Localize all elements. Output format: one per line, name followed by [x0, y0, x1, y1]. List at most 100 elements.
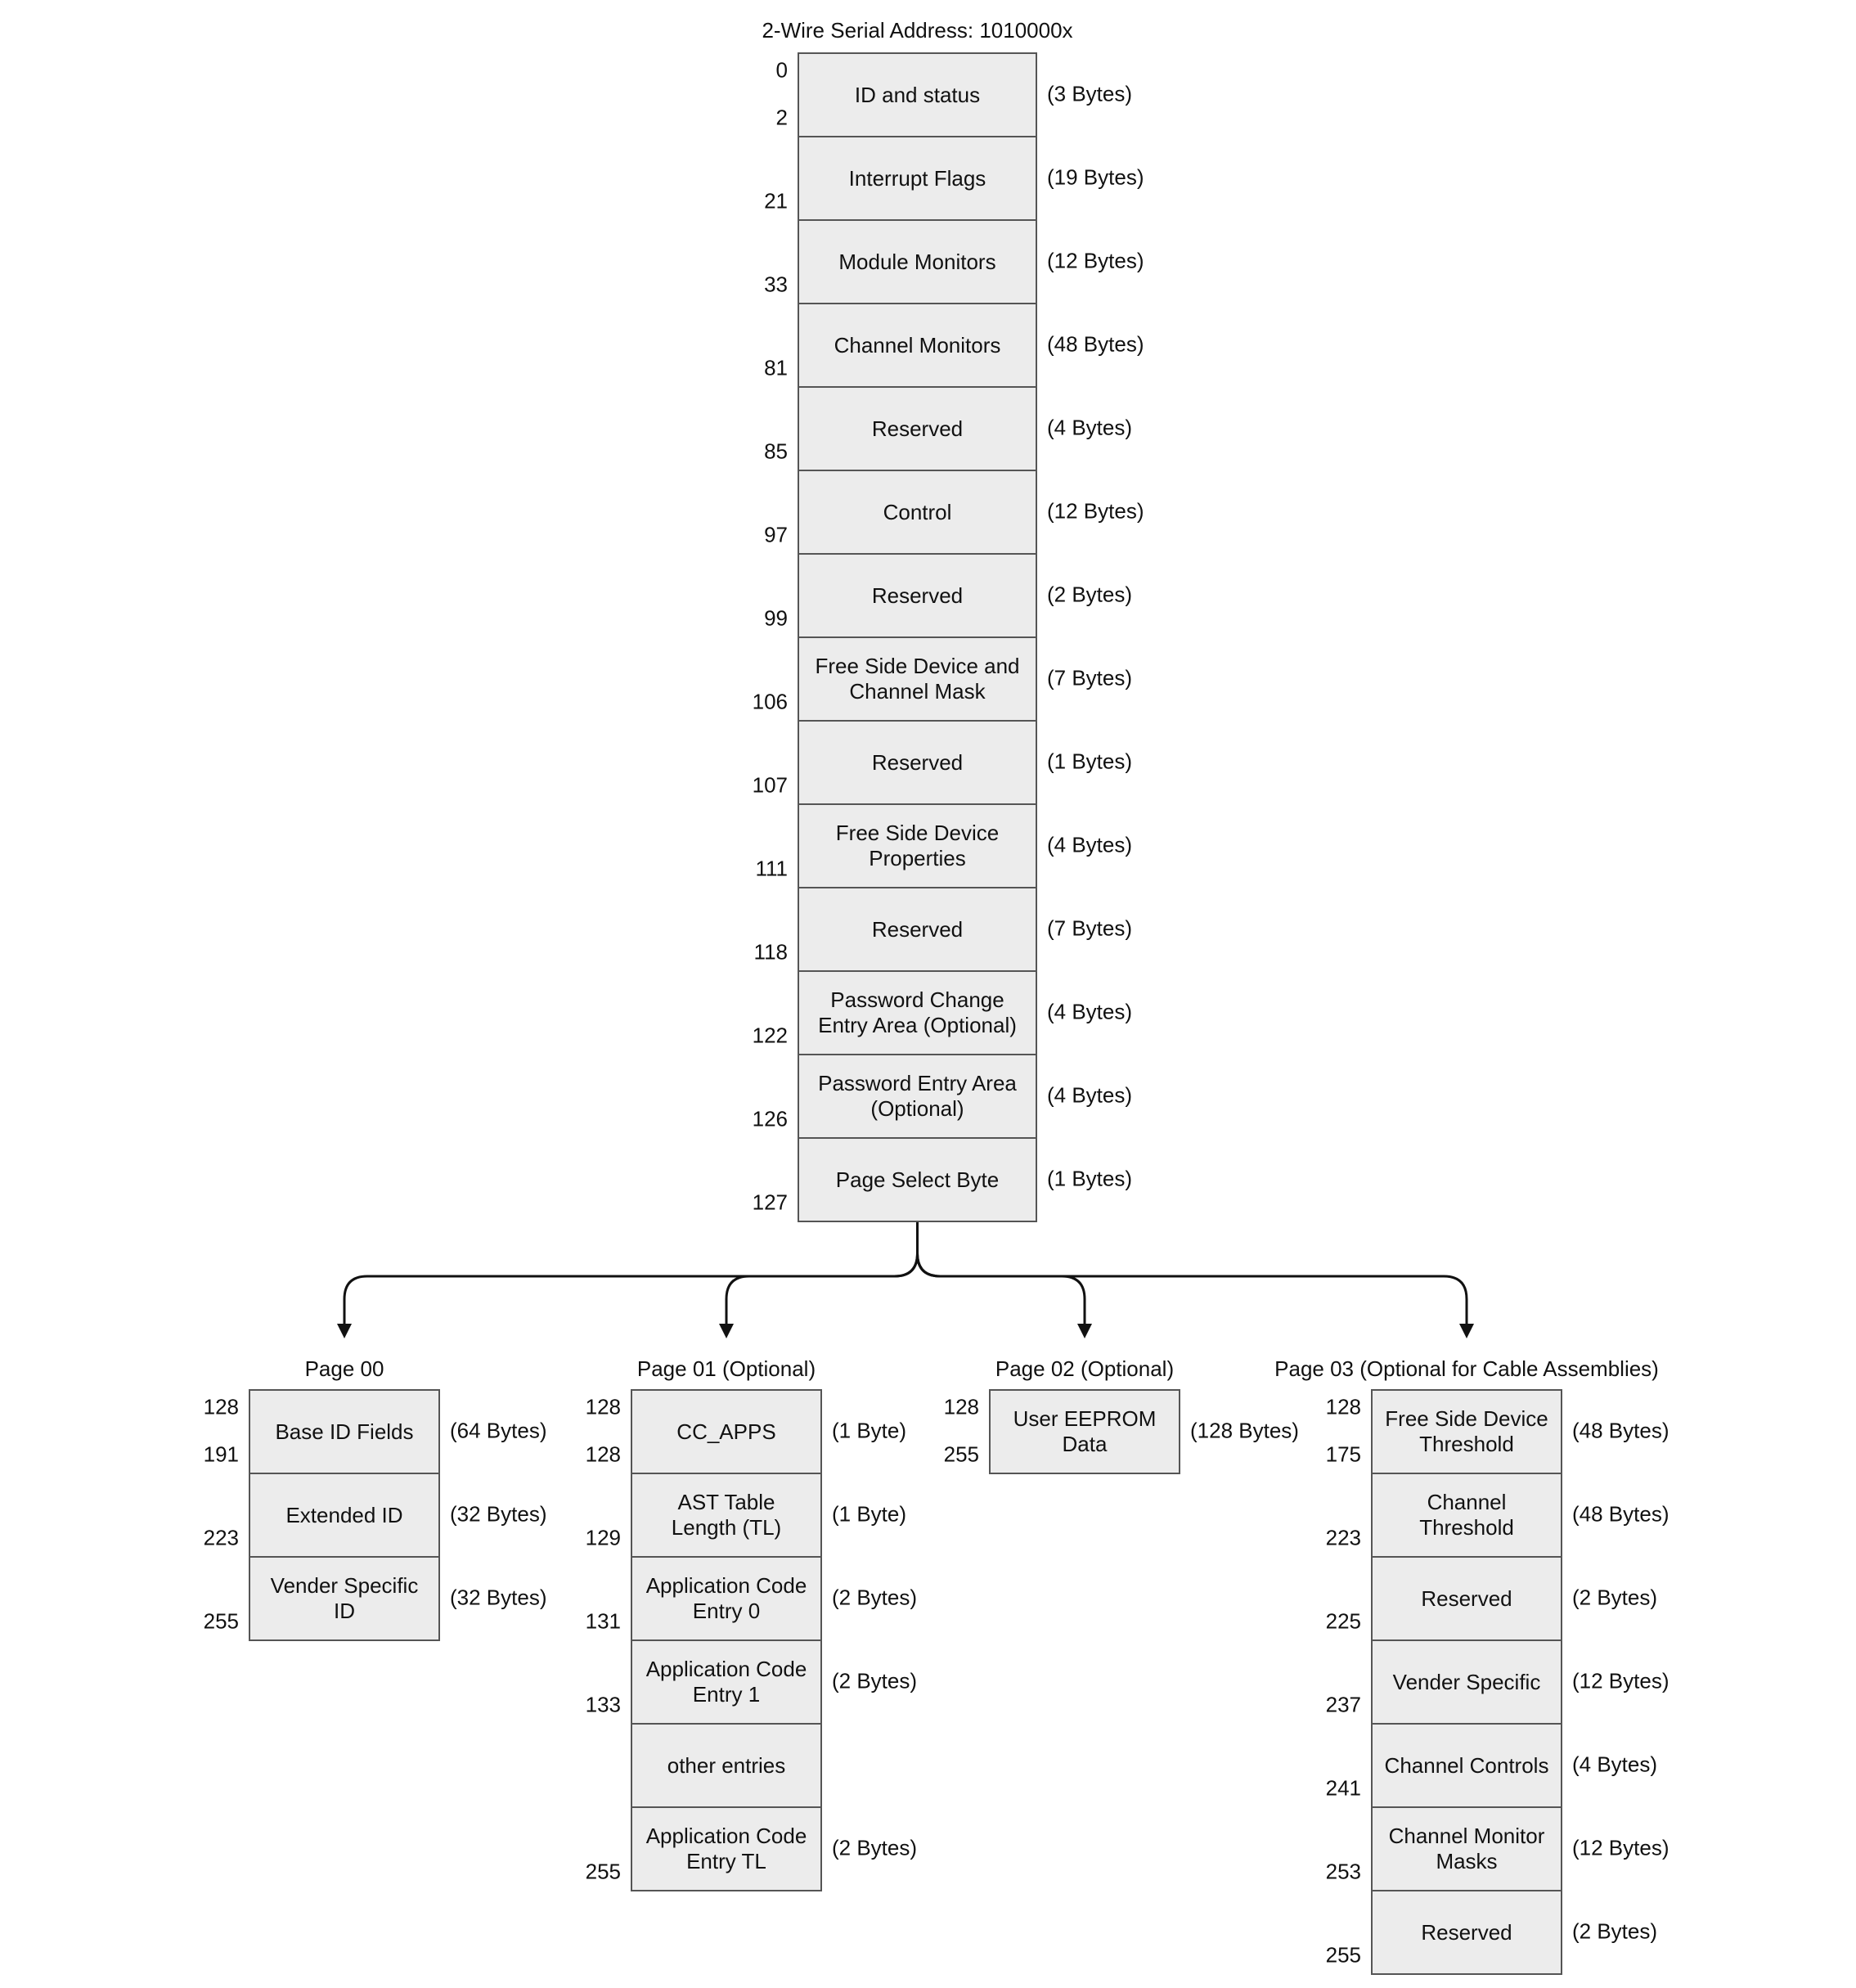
page-3-end-addr: 255 [1325, 1942, 1361, 1968]
page-2-end-addr: 255 [943, 1442, 979, 1467]
lower-memory-cell-label: Reserved [871, 916, 964, 942]
page-3-cell-label: Channel Threshold [1419, 1490, 1514, 1540]
page-1-end-addr: 129 [585, 1525, 621, 1550]
lower-memory-title: 2-Wire Serial Address: 1010000x [762, 18, 1073, 43]
page-1-start-addr: 128 [585, 1394, 621, 1419]
lower-memory-end-addr: 85 [764, 439, 788, 464]
lower-memory-end-addr: 2 [775, 105, 788, 130]
page-3-title: Page 03 (Optional for Cable Assemblies) [1274, 1356, 1659, 1381]
lower-memory-end-addr: 107 [752, 772, 788, 798]
lower-memory-size: (48 Bytes) [1047, 331, 1144, 357]
page-1-cell: Application Code Entry 1 [631, 1639, 822, 1725]
page-3-size: (12 Bytes) [1572, 1835, 1670, 1860]
arrowhead-page-0 [337, 1324, 352, 1338]
page-0-end-addr: 191 [203, 1442, 239, 1467]
page-3-end-addr: 253 [1325, 1859, 1361, 1884]
page-3-start-addr: 128 [1325, 1394, 1361, 1419]
lower-memory-cell: Reserved [798, 720, 1037, 805]
lower-memory-end-addr: 21 [764, 188, 788, 214]
lower-memory-cell: Interrupt Flags [798, 136, 1037, 221]
page-3-size: (12 Bytes) [1572, 1668, 1670, 1693]
page-3-cell: Channel Threshold [1371, 1473, 1562, 1558]
page-0-cell: Base ID Fields [249, 1389, 440, 1474]
page-1-cell-label: other entries [667, 1752, 786, 1778]
page-2-start-addr: 128 [943, 1394, 979, 1419]
page-0-start-addr: 128 [203, 1394, 239, 1419]
page-3-end-addr: 241 [1325, 1775, 1361, 1801]
connector-branch-page-0 [343, 1253, 919, 1330]
page-1-size: (1 Byte) [832, 1418, 907, 1443]
connector-branch-page-3 [916, 1253, 1468, 1330]
page-3-cell-label: Reserved [1421, 1919, 1512, 1945]
connector-branch-page-1 [725, 1253, 919, 1330]
lower-memory-cell: Password Entry Area (Optional) [798, 1054, 1037, 1139]
page-0-title: Page 00 [304, 1356, 384, 1381]
page-1-cell-label: Application Code Entry 1 [645, 1657, 807, 1707]
page-2-cell: User EEPROM Data [989, 1389, 1180, 1474]
lower-memory-end-addr: 127 [752, 1190, 788, 1215]
page-3-cell: Vender Specific [1371, 1639, 1562, 1725]
page-1-size: (2 Bytes) [832, 1668, 918, 1693]
lower-memory-start-addr: 0 [775, 57, 788, 83]
lower-memory-end-addr: 106 [752, 689, 788, 714]
page-0-cell-label: Extended ID [285, 1502, 403, 1527]
lower-memory-cell: Reserved [798, 887, 1037, 972]
page-3-cell-label: Channel Monitor Masks [1388, 1824, 1545, 1873]
lower-memory-size: (2 Bytes) [1047, 582, 1133, 607]
page-3-size: (48 Bytes) [1572, 1418, 1670, 1443]
lower-memory-size: (7 Bytes) [1047, 915, 1133, 941]
page-1-size: (1 Byte) [832, 1501, 907, 1527]
lower-memory-end-addr: 111 [755, 856, 788, 881]
page-1-end-addr: 131 [585, 1608, 621, 1634]
page-3-cell-label: Channel Controls [1384, 1752, 1549, 1778]
page-2-title: Page 02 (Optional) [995, 1356, 1175, 1381]
arrowhead-page-2 [1077, 1324, 1092, 1338]
page-3-size: (2 Bytes) [1572, 1918, 1658, 1944]
page-1-end-addr: 255 [585, 1859, 621, 1884]
lower-memory-cell-label: Free Side Device and Channel Mask [815, 654, 1020, 704]
page-2-size: (128 Bytes) [1190, 1418, 1299, 1443]
lower-memory-size: (12 Bytes) [1047, 248, 1144, 273]
page-0-size: (32 Bytes) [450, 1501, 547, 1527]
page-1-cell: Application Code Entry TL [631, 1806, 822, 1891]
lower-memory-cell-label: Page Select Byte [835, 1167, 1000, 1192]
page-0-size: (32 Bytes) [450, 1585, 547, 1610]
lower-memory-cell-label: Password Change Entry Area (Optional) [818, 987, 1017, 1037]
lower-memory-end-addr: 33 [764, 272, 788, 297]
page-1-size: (2 Bytes) [832, 1585, 918, 1610]
arrowhead-page-1 [719, 1324, 734, 1338]
page-1-cell: CC_APPS [631, 1389, 822, 1474]
page-3-cell: Channel Controls [1371, 1723, 1562, 1808]
lower-memory-cell: Channel Monitors [798, 303, 1037, 388]
page-0-end-addr: 223 [203, 1525, 239, 1550]
page-3-end-addr: 175 [1325, 1442, 1361, 1467]
lower-memory-cell-label: Module Monitors [838, 249, 996, 274]
page-0-cell: Vender Specific ID [249, 1556, 440, 1641]
page-3-cell: Reserved [1371, 1556, 1562, 1641]
lower-memory-cell: Control [798, 470, 1037, 555]
lower-memory-cell-label: Channel Monitors [834, 332, 1001, 358]
page-3-cell: Channel Monitor Masks [1371, 1806, 1562, 1891]
lower-memory-size: (4 Bytes) [1047, 415, 1133, 440]
connector-branch-page-2 [916, 1253, 1086, 1330]
page-3-size: (48 Bytes) [1572, 1501, 1670, 1527]
page-2-cell-label: User EEPROM Data [1013, 1406, 1157, 1456]
page-1-cell: other entries [631, 1723, 822, 1808]
lower-memory-cell-label: ID and status [854, 82, 981, 107]
lower-memory-end-addr: 126 [752, 1106, 788, 1131]
lower-memory-cell-label: Control [883, 499, 952, 524]
page-0-cell-label: Base ID Fields [275, 1419, 414, 1444]
lower-memory-cell-label: Password Entry Area (Optional) [818, 1071, 1017, 1121]
lower-memory-size: (1 Bytes) [1047, 749, 1133, 774]
lower-memory-size: (12 Bytes) [1047, 498, 1144, 524]
page-1-end-addr: 133 [585, 1692, 621, 1717]
page-1-cell-label: CC_APPS [676, 1419, 776, 1444]
page-3-end-addr: 237 [1325, 1692, 1361, 1717]
page-1-size: (2 Bytes) [832, 1835, 918, 1860]
page-1-title: Page 01 (Optional) [636, 1356, 816, 1381]
lower-memory-end-addr: 81 [764, 355, 788, 380]
page-3-cell: Reserved [1371, 1890, 1562, 1975]
lower-memory-cell: Page Select Byte [798, 1137, 1037, 1222]
lower-memory-end-addr: 99 [764, 605, 788, 631]
